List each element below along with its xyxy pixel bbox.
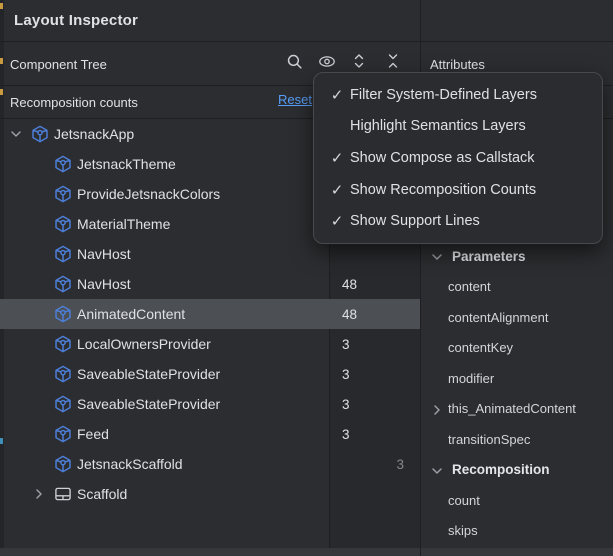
window-title: Layout Inspector <box>14 12 138 29</box>
attribute-row[interactable]: modifier <box>421 363 613 393</box>
eye-icon <box>318 54 336 69</box>
compose-icon <box>54 185 72 203</box>
menu-item-label: Highlight Semantics Layers <box>350 118 526 134</box>
attribute-row[interactable]: this_AnimatedContent <box>421 394 613 424</box>
attributes-section-header[interactable]: Parameters <box>421 241 613 271</box>
attribute-row[interactable]: count <box>421 485 613 515</box>
attribute-label: Parameters <box>452 249 526 264</box>
menu-item[interactable]: Highlight Semantics Layers <box>314 111 602 143</box>
attribute-label: skips <box>448 523 478 538</box>
view-options-button[interactable] <box>318 52 336 70</box>
compose-icon <box>54 365 72 383</box>
reset-counts-link[interactable]: Reset <box>278 92 312 107</box>
search-button[interactable] <box>285 52 303 70</box>
recomposition-skips: 3 <box>396 449 404 479</box>
attribute-row[interactable]: skips <box>421 516 613 546</box>
expand-all-icon <box>351 53 367 69</box>
attribute-row[interactable]: transitionSpec <box>421 424 613 454</box>
tree-row-label: JetsnackApp <box>54 119 134 149</box>
menu-item[interactable]: ✓Show Support Lines <box>314 205 602 237</box>
attribute-label: count <box>448 493 480 508</box>
menu-item-label: Show Compose as Callstack <box>350 150 535 166</box>
compose-icon <box>54 245 72 263</box>
compose-icon <box>54 155 72 173</box>
checkmark-icon: ✓ <box>324 149 350 167</box>
menu-item[interactable]: ✓Show Compose as Callstack <box>314 142 602 174</box>
view-options-menu: ✓Filter System-Defined LayersHighlight S… <box>313 72 603 244</box>
attribute-row[interactable]: contentAlignment <box>421 302 613 332</box>
attributes-section-header[interactable]: Recomposition <box>421 455 613 485</box>
tree-row-label: JetsnackTheme <box>77 149 176 179</box>
menu-item[interactable]: ✓Filter System-Defined Layers <box>314 79 602 111</box>
scaffold-icon <box>54 485 72 503</box>
expand-all-button[interactable] <box>350 52 368 70</box>
compose-icon <box>54 305 72 323</box>
recomposition-count: 48 <box>342 299 357 329</box>
tree-row[interactable]: SaveableStateProvider 3 <box>0 359 420 389</box>
attribute-label: transitionSpec <box>448 432 530 447</box>
attribute-label: contentAlignment <box>448 310 548 325</box>
attributes-title: Attributes <box>430 57 485 72</box>
search-icon <box>286 53 303 70</box>
tree-row[interactable]: JetsnackScaffold 3 <box>0 449 420 479</box>
bottom-panel-edge <box>0 548 613 556</box>
window-titlebar: Layout Inspector <box>0 0 613 42</box>
checkmark-icon: ✓ <box>324 181 350 199</box>
attribute-label: Recomposition <box>452 462 550 477</box>
tree-row[interactable]: AnimatedContent 48 <box>0 299 420 329</box>
chevron-down-icon[interactable] <box>429 463 443 477</box>
tree-row-label: SaveableStateProvider <box>77 359 220 389</box>
recomposition-count: 3 <box>342 419 350 449</box>
collapse-all-icon <box>385 53 401 69</box>
attribute-label: content <box>448 279 491 294</box>
checkmark-icon: ✓ <box>324 86 350 104</box>
menu-item-label: Show Support Lines <box>350 213 480 229</box>
compose-icon <box>54 275 72 293</box>
tree-row-label: JetsnackScaffold <box>77 449 183 479</box>
recomposition-count: 48 <box>342 269 357 299</box>
tree-row-label: SaveableStateProvider <box>77 389 220 419</box>
tree-row-label: Feed <box>77 419 109 449</box>
compose-icon <box>31 125 49 143</box>
compose-icon <box>54 215 72 233</box>
checkmark-icon: ✓ <box>324 212 350 230</box>
recomposition-count: 3 <box>342 389 350 419</box>
attribute-label: contentKey <box>448 340 513 355</box>
tree-row[interactable]: Feed 3 <box>0 419 420 449</box>
tree-row-label: ProvideJetsnackColors <box>77 179 220 209</box>
tree-row-label: NavHost <box>77 269 131 299</box>
compose-icon <box>54 335 72 353</box>
tree-row[interactable]: LocalOwnersProvider 3 <box>0 329 420 359</box>
tree-row-label: AnimatedContent <box>77 299 185 329</box>
tree-row-label: MaterialTheme <box>77 209 170 239</box>
tree-row-label: Scaffold <box>77 479 127 509</box>
recomposition-count: 3 <box>342 359 350 389</box>
chevron-down-icon[interactable] <box>429 249 443 263</box>
menu-item-label: Filter System-Defined Layers <box>350 87 537 103</box>
tree-row-label: LocalOwnersProvider <box>77 329 211 359</box>
attribute-row[interactable]: content <box>421 272 613 302</box>
tree-row-label: NavHost <box>77 239 131 269</box>
recomposition-count: 3 <box>342 329 350 359</box>
attribute-row[interactable]: contentKey <box>421 333 613 363</box>
component-tree-title: Component Tree <box>10 57 107 72</box>
chevron-right-icon[interactable] <box>31 486 47 502</box>
tree-row[interactable]: Scaffold <box>0 479 420 509</box>
compose-icon <box>54 455 72 473</box>
tree-row[interactable]: NavHost 48 <box>0 269 420 299</box>
recomposition-counts-label: Recomposition counts <box>10 95 138 110</box>
tree-row[interactable]: SaveableStateProvider 3 <box>0 389 420 419</box>
compose-icon <box>54 395 72 413</box>
collapse-all-button[interactable] <box>384 52 402 70</box>
chevron-down-icon[interactable] <box>8 126 24 142</box>
chevron-right-icon[interactable] <box>429 402 443 416</box>
compose-icon <box>54 425 72 443</box>
attribute-label: this_AnimatedContent <box>448 401 576 416</box>
menu-item[interactable]: ✓Show Recomposition Counts <box>314 174 602 206</box>
menu-item-label: Show Recomposition Counts <box>350 182 536 198</box>
attribute-label: modifier <box>448 371 494 386</box>
